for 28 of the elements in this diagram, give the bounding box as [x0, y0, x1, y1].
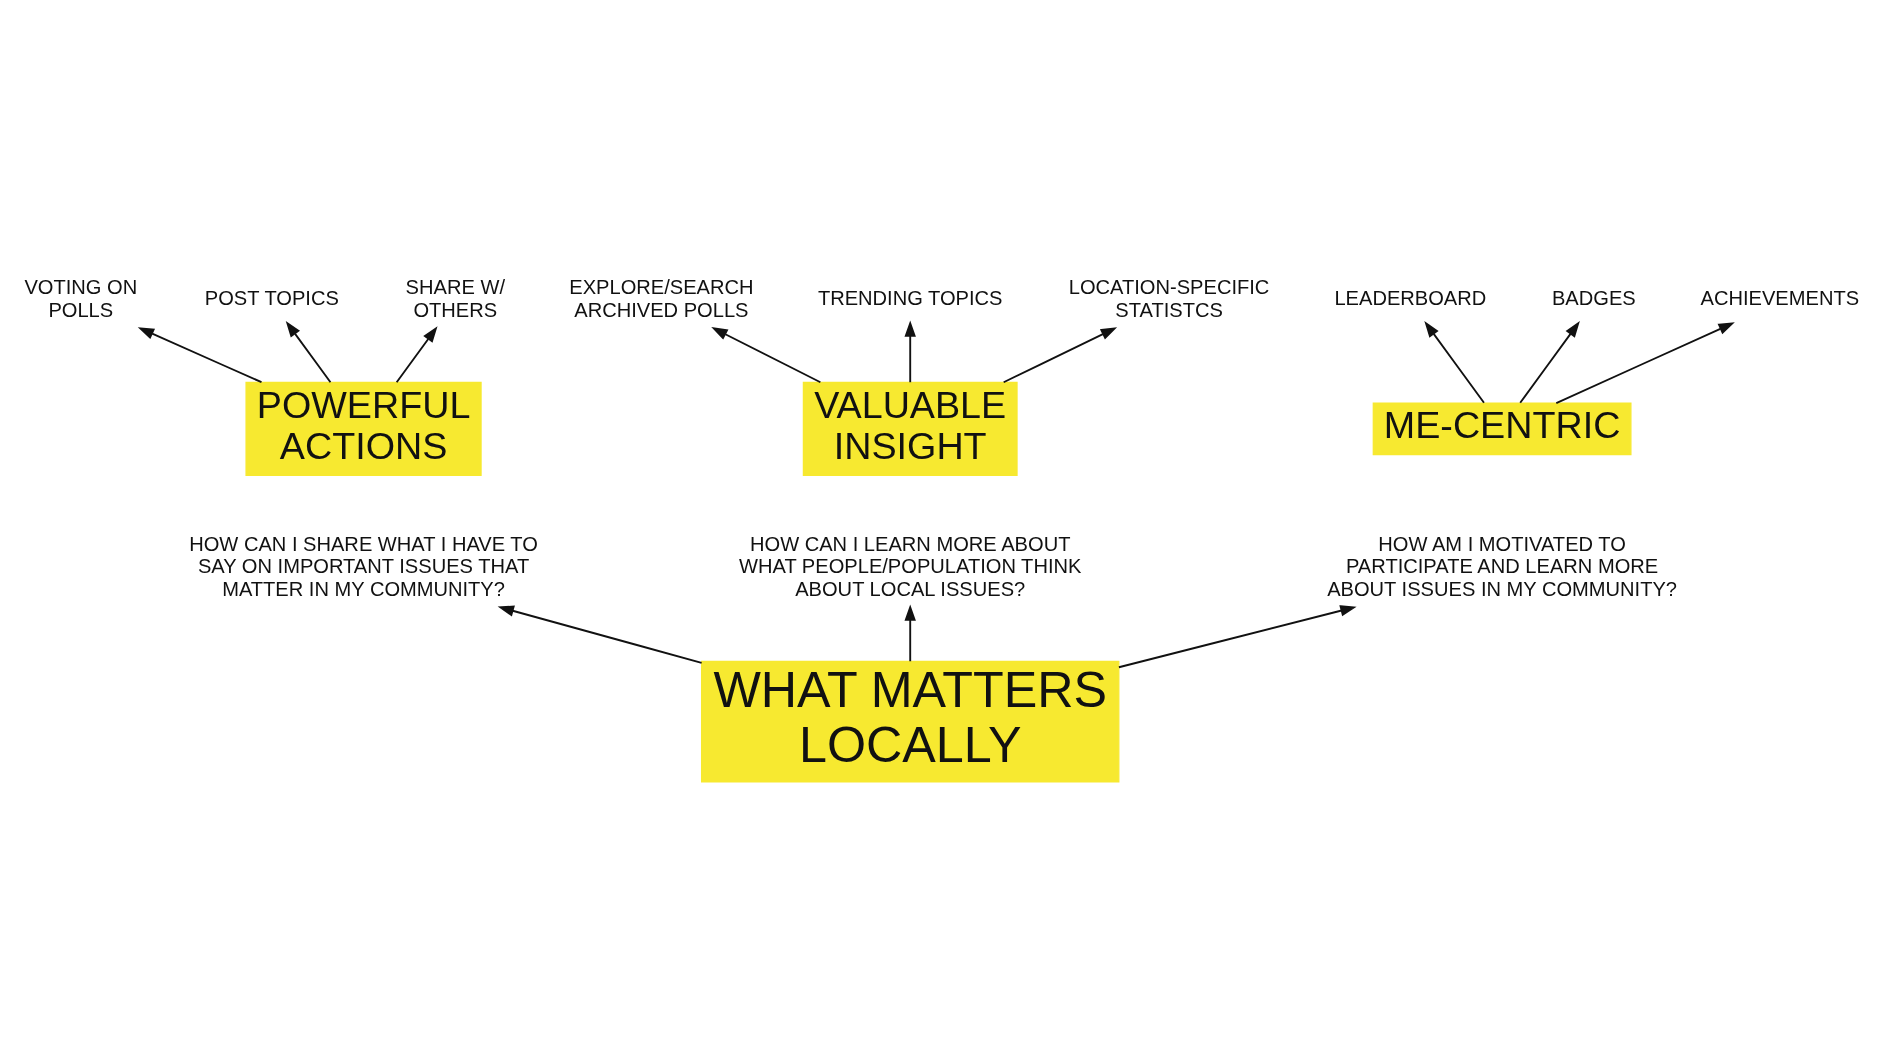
arrow	[497, 604, 703, 664]
node-text: HOW CAN I LEARN MORE ABOUT WHAT PEOPLE/POPULATION THINK ABOUT LOCAL ISSUES?	[739, 532, 1082, 600]
arrow	[904, 319, 916, 383]
node-text: LEADERBOARD	[1334, 286, 1487, 309]
node-box: ME-CENTRIC	[1372, 401, 1632, 455]
arrow	[285, 320, 332, 383]
node-text: BADGES	[1551, 286, 1636, 309]
node-text: POST TOPICS	[204, 286, 339, 309]
arrow	[395, 325, 438, 383]
node-text: EXPLORE/SEARCH ARCHIVED POLLS	[569, 275, 754, 321]
arrow	[1002, 326, 1118, 383]
node-box: WHAT MATTERS LOCALLY	[701, 660, 1120, 783]
node-text: VOTING ON POLLS	[24, 275, 138, 321]
node-text: HOW AM I MOTIVATED TO PARTICIPATE AND LEARN MORE ABOUT ISSUES IN MY COMMUNITY?	[1327, 532, 1678, 600]
node-text: SHARE W/ OTHERS	[405, 275, 505, 321]
arrow	[1555, 321, 1735, 404]
node-box: VALUABLE INSIGHT	[802, 381, 1018, 476]
arrow	[1519, 320, 1580, 404]
arrow	[1424, 320, 1485, 404]
node-text: LOCATION-SPECIFIC STATISTCS	[1068, 275, 1270, 321]
arrow	[1117, 604, 1357, 668]
node-text: HOW CAN I SHARE WHAT I HAVE TO SAY ON IMPORTANT ISSUES THAT MATTER IN MY COMMUNITY?	[189, 532, 538, 600]
node-text: ACHIEVEMENTS	[1700, 286, 1860, 309]
node-box: POWERFUL ACTIONS	[245, 381, 482, 476]
arrow	[711, 326, 822, 383]
node-text: TRENDING TOPICS	[817, 286, 1003, 309]
arrow	[904, 603, 916, 662]
arrow	[137, 326, 263, 383]
